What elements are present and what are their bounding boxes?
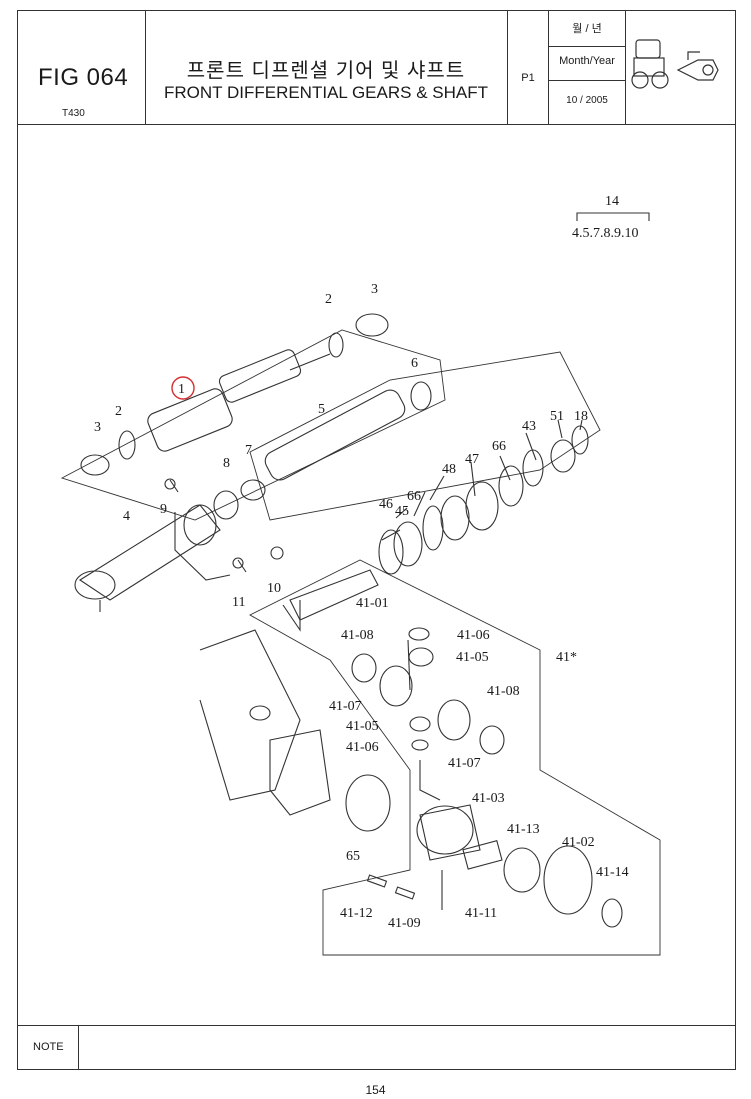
callout-43: 43 — [522, 419, 536, 434]
callout-41-08-left: 41-08 — [341, 628, 374, 643]
header-page-cell — [508, 10, 549, 124]
callout-14: 14 — [605, 194, 619, 209]
header-fig-cell — [17, 10, 146, 124]
callout-46: 46 — [379, 497, 393, 512]
callout-1: 1 — [178, 382, 185, 397]
month-year-english: Month/Year — [559, 55, 615, 67]
callout-11: 11 — [232, 595, 245, 610]
callout-3-upper: 3 — [371, 282, 378, 297]
tractor-thumbnail-icon — [631, 39, 719, 89]
callout-41-13: 41-13 — [507, 822, 540, 837]
callout-41-05-bottom: 41-05 — [346, 719, 379, 734]
callout-labels: 14 4.5.7.8.9.10 2 3 1 6 5 3 2 7 8 9 4 11… — [94, 194, 639, 931]
callout-45: 45 — [395, 504, 409, 519]
callout-41-06-top: 41-06 — [457, 628, 490, 643]
title-korean: 프론트 디프렌셜 기어 및 샤프트 — [186, 60, 466, 82]
date-divider-1 — [549, 46, 626, 47]
page-label: P1 — [521, 72, 535, 84]
callout-8: 8 — [223, 456, 230, 471]
callout-6: 6 — [411, 356, 418, 371]
callout-41-07-left: 41-07 — [329, 699, 362, 714]
note-top-border — [17, 1025, 736, 1026]
callout-41-11: 41-11 — [465, 906, 497, 921]
callout-4: 4 — [123, 509, 130, 524]
callout-5: 5 — [318, 402, 325, 417]
callout-41-14: 41-14 — [596, 865, 629, 880]
callout-66-left: 66 — [407, 489, 421, 504]
callout-18: 18 — [574, 409, 588, 424]
callout-14-range: 4.5.7.8.9.10 — [572, 226, 639, 241]
model-code: T430 — [62, 108, 85, 119]
callout-41-02: 41-02 — [562, 835, 595, 850]
callout-41-star: 41* — [556, 650, 577, 665]
callout-41-07-right: 41-07 — [448, 756, 481, 771]
callout-48: 48 — [442, 462, 456, 477]
callout-41-06-bottom: 41-06 — [346, 740, 379, 755]
note-divider — [78, 1025, 79, 1070]
header-title-cell — [146, 10, 508, 124]
callout-51: 51 — [550, 409, 564, 424]
callout-65: 65 — [346, 849, 360, 864]
month-year-korean: 월 / 년 — [572, 23, 602, 35]
callout-9: 9 — [160, 502, 167, 517]
title-english: FRONT DIFFERENTIAL GEARS & SHAFT — [164, 83, 488, 102]
callout-41-05-top: 41-05 — [456, 650, 489, 665]
callout-41-08-right: 41-08 — [487, 684, 520, 699]
callout-41-01: 41-01 — [356, 596, 389, 611]
callout-10: 10 — [267, 581, 281, 596]
callout-47-right: 47 — [465, 452, 479, 467]
date-divider-2 — [549, 80, 626, 81]
page-number: 154 — [365, 1083, 386, 1097]
callout-7: 7 — [245, 443, 252, 458]
callout-41-09: 41-09 — [388, 916, 421, 931]
fig-number: FIG 064 — [38, 64, 129, 91]
month-year-value: 10 / 2005 — [566, 95, 608, 106]
callout-41-03: 41-03 — [472, 791, 505, 806]
callout-2-lower: 2 — [115, 404, 122, 419]
header-date-cell — [549, 10, 626, 124]
note-label: NOTE — [33, 1041, 64, 1053]
callout-66-right: 66 — [492, 439, 506, 454]
highlight-circle — [171, 376, 195, 400]
header-divider — [17, 124, 736, 125]
page-frame — [17, 10, 736, 1070]
callout-2-upper: 2 — [325, 292, 332, 307]
callout-41-12: 41-12 — [340, 906, 373, 921]
callout-3-lower: 3 — [94, 420, 101, 435]
